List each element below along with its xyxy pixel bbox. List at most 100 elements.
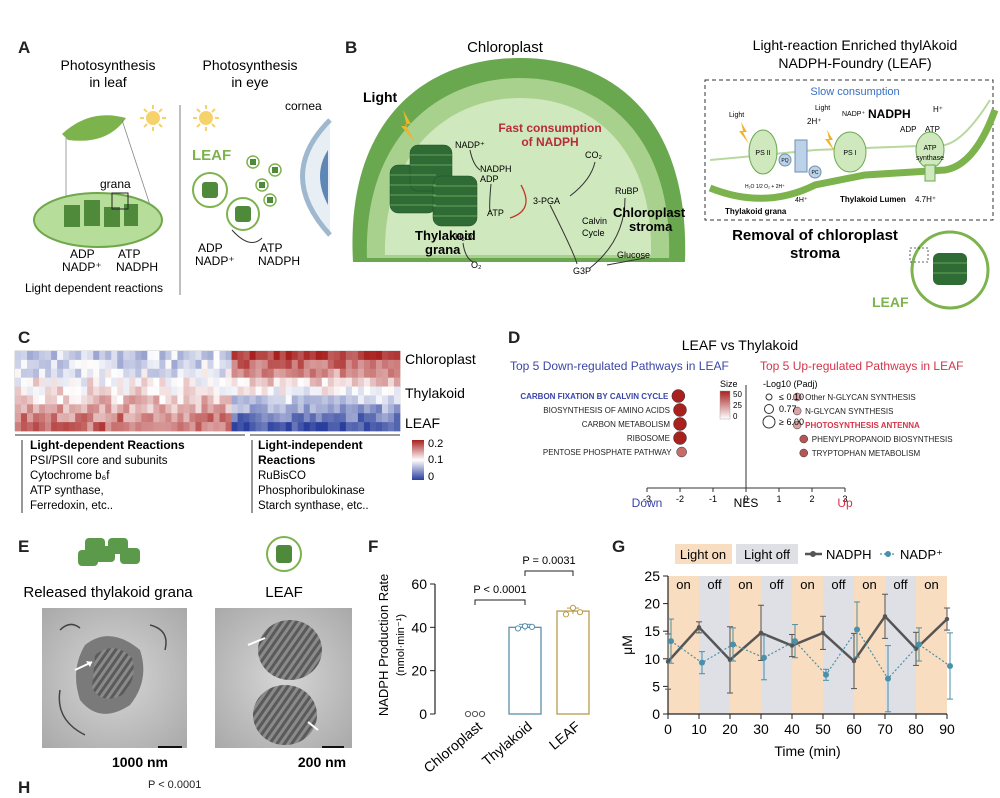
heatmap-cell: [243, 413, 250, 423]
heatmap-cell: [315, 413, 323, 423]
heatmap-cell: [33, 351, 40, 361]
heatmap-cell: [387, 351, 395, 361]
heatmap-cell: [381, 351, 389, 361]
f-data-point: [562, 611, 570, 618]
water-split: H₂O 1/2 O₂ + 2H⁺: [745, 184, 785, 190]
heatmap-cell: [393, 395, 401, 405]
heatmap-cell: [225, 413, 232, 423]
heatmap-cell: [27, 395, 34, 405]
heatmap-cell: [285, 404, 293, 414]
heatmap-cell: [327, 413, 335, 423]
heatmap-cell: [339, 377, 347, 387]
thylakoid-grana-label: Thylakoid grana: [725, 207, 787, 216]
heatmap-cell: [195, 395, 202, 405]
heatmap-cell: [225, 351, 232, 361]
heatmap-cell: [387, 377, 395, 387]
heatmap-cell: [261, 422, 268, 432]
heatmap-cell: [195, 413, 202, 423]
adp-label-eye: ADP: [198, 241, 223, 255]
nadph-label-eye: NADPH: [258, 254, 300, 268]
heatmap-cell: [201, 368, 208, 378]
heatmap-cell: [285, 359, 293, 370]
lightning-icon-small-2: [825, 130, 835, 152]
heatmap-cell: [147, 359, 154, 370]
heatmap-cell: [177, 359, 184, 370]
heatmap-cell: [69, 351, 76, 361]
heatmap-cell: [291, 386, 299, 396]
g-nadph-point: [882, 614, 888, 619]
heatmap-cell: [63, 413, 70, 423]
heatmap-cell: [51, 395, 58, 405]
heatmap-cell: [291, 377, 299, 387]
heatmap-cell: [81, 422, 88, 432]
heatmap-cell: [33, 404, 40, 414]
heatmap-cell: [183, 351, 190, 361]
nadph-legend-label: NADPH: [826, 547, 872, 562]
heatmap-cell: [225, 377, 232, 387]
f-data-point: [464, 710, 472, 718]
heatmap-cell: [93, 404, 100, 414]
heatmap-cell: [207, 368, 214, 378]
heatmap-cell: [159, 359, 166, 370]
heatmap-cell: [255, 413, 262, 423]
heatmap-cell: [45, 359, 52, 370]
heatmap-cell: [207, 395, 214, 405]
heatmap-cell: [45, 351, 52, 361]
heatmap-cell: [231, 359, 238, 370]
removal-label-1: Removal of chloroplast: [732, 227, 898, 244]
heatmap-cell: [15, 368, 22, 378]
heatmap-cell: [105, 377, 112, 387]
light-on-label: Light on: [680, 547, 726, 562]
heatmap-cell: [363, 413, 371, 423]
heatmap-cell: [45, 422, 52, 432]
heatmap-cell: [117, 377, 124, 387]
heatmap-cell: [327, 351, 335, 361]
g-band-label: on: [738, 577, 752, 592]
thylakoid-grana-icon: [389, 144, 478, 227]
nadp-legend-label: NADP⁺: [900, 547, 943, 562]
heatmap-cell: [93, 351, 100, 361]
heatmap-cell: [375, 413, 383, 423]
heatmap-cell: [267, 368, 274, 378]
dep-item-3: ATP synthase,: [30, 485, 104, 497]
down-title: Top 5 Down-regulated Pathways in LEAF: [510, 359, 729, 373]
heatmap-cell: [285, 386, 293, 396]
heatmap-cell: [201, 386, 208, 396]
light-on-legend: [675, 544, 732, 564]
heatmap-cell: [105, 404, 112, 414]
heatmap-cell: [393, 413, 401, 423]
g-y-tick-label: 5: [652, 678, 660, 694]
heatmap-cell: [63, 368, 70, 378]
heatmap-cell: [177, 368, 184, 378]
down-pathway-label: CARBON FIXATION BY CALVIN CYCLE: [520, 392, 669, 401]
heatmap-cell: [237, 422, 244, 432]
heatmap-cell: [381, 404, 389, 414]
f-significance-bracket: [524, 570, 574, 576]
heatmap-cell: [183, 395, 190, 405]
up-title: Top 5 Up-regulated Pathways in LEAF: [760, 359, 963, 373]
heatmap-cell: [201, 422, 208, 432]
g-x-tick-label: 60: [846, 721, 862, 737]
heatmap-cell: [111, 368, 118, 378]
heatmap-cell: [297, 422, 305, 432]
em-image-grana: [42, 608, 187, 748]
heatmap-cell: [273, 422, 280, 432]
heatmap-cell: [21, 368, 28, 378]
heatmap-cell: [207, 404, 214, 414]
heatmap-cell: [321, 422, 329, 432]
heatmap-cell: [267, 422, 274, 432]
f-data-point: [478, 710, 486, 718]
heatmap-cell: [393, 359, 401, 370]
heatmap-cell: [219, 422, 226, 432]
heatmap-cell: [171, 351, 178, 361]
heatmap-cell: [189, 404, 196, 414]
heatmap-cell: [345, 395, 353, 405]
heatmap-cell: [279, 368, 287, 378]
heatmap-cell: [135, 404, 142, 414]
heatmap-cell: [153, 368, 160, 378]
heatmap-cell: [141, 386, 148, 396]
g-x-tick-label: 0: [664, 721, 672, 737]
heatmap-cell: [45, 386, 52, 396]
heatmap-cell: [207, 422, 214, 432]
heatmap-cell: [177, 386, 184, 396]
